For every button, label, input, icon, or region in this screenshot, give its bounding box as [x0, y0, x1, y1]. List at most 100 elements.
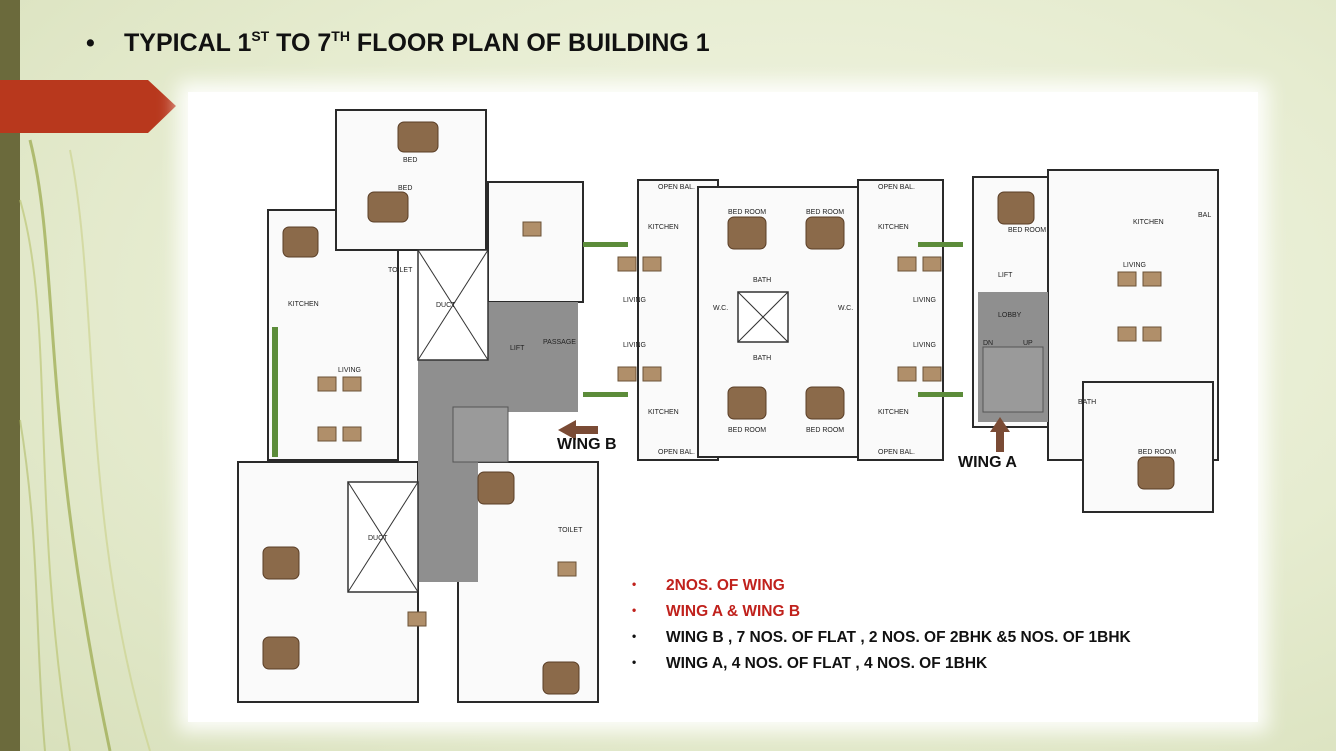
balcony-green-2 [918, 242, 963, 247]
label-kitchen-4: KITCHEN [878, 409, 909, 416]
label-lift-b: LIFT [510, 345, 525, 352]
label-bed-room-2: BED ROOM [806, 209, 844, 216]
label-dn: DN [983, 340, 993, 347]
label-bed-room-6: BED ROOM [1138, 449, 1176, 456]
bed-7 [805, 386, 845, 420]
label-living-1: LIVING [623, 297, 646, 304]
sofa-5 [642, 366, 662, 382]
wing-a-stair [982, 346, 1044, 413]
label-duct-bottom: DUCT [368, 535, 388, 542]
note-item: •WING A & WING B [632, 603, 801, 620]
bed-2 [367, 191, 409, 223]
red-arrow-tag [0, 80, 176, 133]
note-text: 2NOS. OF WING [666, 577, 785, 594]
bed-9 [1137, 456, 1175, 490]
note-text: WING A, 4 NOS. OF FLAT , 4 NOS. OF 1BHK [666, 655, 988, 672]
sofa-10 [1117, 271, 1137, 287]
bed-10 [477, 471, 515, 505]
center-flat-3 [857, 179, 944, 461]
label-wc-1: W.C. [713, 305, 728, 312]
sofa-13 [1142, 326, 1162, 342]
notes-list: •2NOS. OF WING •WING A & WING B •WING B … [632, 572, 1131, 676]
label-kitchen-2: KITCHEN [878, 224, 909, 231]
sofa-17 [342, 426, 362, 442]
floor-plan-frame: DUCT DUCT LIFT LIFT LOBBY PASSAGE OPEN B… [188, 92, 1258, 722]
bed-13 [542, 661, 580, 695]
wing-a-arrow [990, 417, 1010, 452]
sofa-15 [342, 376, 362, 392]
title-sup1: ST [251, 28, 270, 44]
label-up: UP [1023, 340, 1033, 347]
label-kitchen-6: KITCHEN [288, 301, 319, 308]
sofa-3 [642, 256, 662, 272]
bed-12 [262, 636, 300, 670]
sofa-6 [897, 256, 917, 272]
label-open-bal-4: OPEN BAL. [878, 449, 915, 456]
note-text: WING A & WING B [666, 603, 801, 620]
wing-b-label: WING B [557, 436, 617, 453]
title-part1: TYPICAL 1 [124, 29, 252, 57]
sofa-19 [407, 611, 427, 627]
label-open-bal-2: OPEN BAL. [878, 184, 915, 191]
sofa-7 [922, 256, 942, 272]
label-bed-room-5: BED ROOM [1008, 227, 1046, 234]
label-living-3: LIVING [623, 342, 646, 349]
left-side-bar [0, 0, 20, 751]
balcony-green-3 [583, 392, 628, 397]
label-kitchen-1: KITCHEN [648, 224, 679, 231]
bed-4 [727, 216, 767, 250]
floor-plan-drawing: DUCT DUCT LIFT LIFT LOBBY PASSAGE OPEN B… [237, 109, 1219, 703]
sofa-8 [897, 366, 917, 382]
label-toilet-1: TOILET [388, 267, 413, 274]
label-open-bal-3: OPEN BAL. [658, 449, 695, 456]
sofa-9 [922, 366, 942, 382]
title-bullet: • [86, 29, 95, 57]
balcony-green-left [272, 327, 278, 457]
balcony-green-1 [583, 242, 628, 247]
label-living-6: LIVING [338, 367, 361, 374]
label-bed-2: BED [398, 185, 412, 192]
wing-b-arrow [558, 420, 598, 440]
title-sup2: TH [331, 28, 350, 44]
label-living-2: LIVING [913, 297, 936, 304]
label-bed-1: BED [403, 157, 417, 164]
label-bed-room-1: BED ROOM [728, 209, 766, 216]
bed-8 [997, 191, 1035, 225]
sofa-11 [1142, 271, 1162, 287]
bed-5 [805, 216, 845, 250]
wing-a-bottom-unit [1082, 381, 1214, 513]
label-bath-2: BATH [753, 355, 771, 362]
label-duct-top: DUCT [436, 302, 456, 309]
label-lift-a: LIFT [998, 272, 1013, 279]
note-item: •2NOS. OF WING [632, 577, 785, 594]
label-toilet-2: TOILET [558, 527, 583, 534]
label-living-4: LIVING [913, 342, 936, 349]
label-bath-1: BATH [753, 277, 771, 284]
sofa-4 [617, 366, 637, 382]
label-passage: PASSAGE [543, 339, 576, 346]
sofa-16 [317, 426, 337, 442]
bed-6 [727, 386, 767, 420]
wing-a-label: WING A [958, 454, 1017, 471]
note-text: WING B , 7 NOS. OF FLAT , 2 NOS. OF 2BHK… [666, 629, 1131, 646]
sofa-14 [317, 376, 337, 392]
wing-b-top-right-unit [487, 181, 584, 303]
label-bed-room-4: BED ROOM [806, 427, 844, 434]
sofa-2 [617, 256, 637, 272]
label-wc-2: W.C. [838, 305, 853, 312]
label-bal: BAL [1198, 212, 1211, 219]
slide-title: • TYPICAL 1ST TO 7TH FLOOR PLAN OF BUILDI… [86, 28, 710, 58]
title-part2: TO 7 [269, 29, 332, 57]
label-bed-room-3: BED ROOM [728, 427, 766, 434]
label-open-bal-1: OPEN BAL. [658, 184, 695, 191]
label-living-5: LIVING [1123, 262, 1146, 269]
title-part3: FLOOR PLAN OF BUILDING 1 [349, 29, 710, 57]
wing-b-stair [452, 406, 509, 463]
bed-11 [262, 546, 300, 580]
note-item: •WING B , 7 NOS. OF FLAT , 2 NOS. OF 2BH… [632, 629, 1131, 646]
label-lobby: LOBBY [998, 312, 1022, 319]
bed-3 [282, 226, 319, 258]
balcony-green-4 [918, 392, 963, 397]
sofa-1 [522, 221, 542, 237]
sofa-18 [557, 561, 577, 577]
